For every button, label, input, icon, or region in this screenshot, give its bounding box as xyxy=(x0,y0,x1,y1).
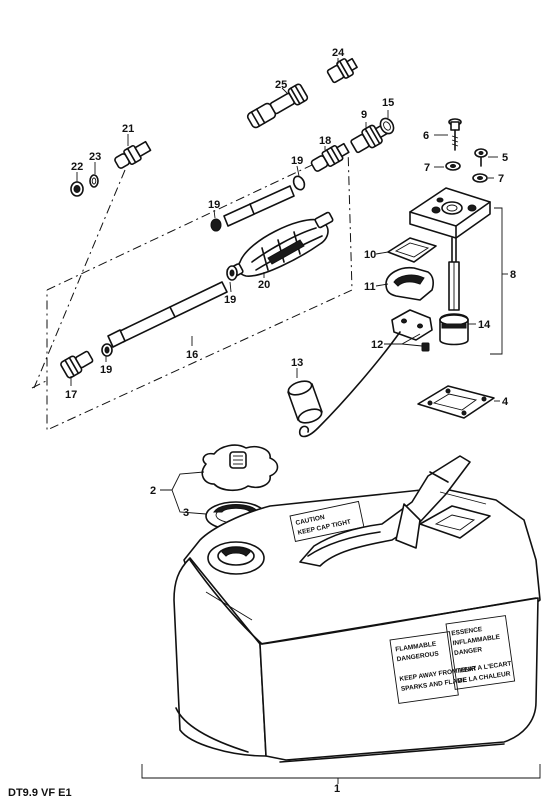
label-14: 14 xyxy=(478,319,491,331)
part-7-washer-a xyxy=(445,161,461,171)
label-19c: 19 xyxy=(224,294,236,306)
part-2-filler-cap xyxy=(201,444,279,492)
label-7a: 7 xyxy=(424,162,430,174)
label-19a: 19 xyxy=(291,155,303,167)
label-25: 25 xyxy=(275,79,287,91)
label-13: 13 xyxy=(291,357,303,369)
label-15: 15 xyxy=(382,97,394,109)
part-23-washer xyxy=(89,174,99,188)
label-17: 17 xyxy=(65,389,77,401)
part-9-tank-connector xyxy=(350,123,389,154)
part-21-hose-connector xyxy=(114,140,152,169)
part-12-float-bracket xyxy=(298,309,433,438)
upper-fuel-hose xyxy=(223,175,306,227)
part-17-hose-fitting xyxy=(60,350,94,379)
part-11-float-cover xyxy=(385,266,434,301)
dash-dot-leader-21-17 xyxy=(31,169,126,389)
label-10: 10 xyxy=(364,249,376,261)
part-19-clamp-bulb xyxy=(226,265,238,281)
part-14-float xyxy=(439,313,469,346)
part-6-screw xyxy=(448,118,462,151)
label-8: 8 xyxy=(510,269,516,281)
label-5: 5 xyxy=(502,152,508,164)
label-11: 11 xyxy=(364,281,376,293)
label-19b: 19 xyxy=(208,199,220,211)
label-1: 1 xyxy=(334,783,340,795)
lower-fuel-hose xyxy=(107,281,228,348)
hose-assembly-boundary xyxy=(46,147,353,431)
part-13-filter xyxy=(287,380,323,424)
part-labels: 1 2 3 4 5 6 7 7 8 9 10 11 12 13 14 15 16… xyxy=(65,47,516,795)
label-2: 2 xyxy=(150,485,156,497)
label-18: 18 xyxy=(319,135,331,147)
part-15-o-ring xyxy=(379,117,395,135)
label-16: 16 xyxy=(186,349,198,361)
leader-lines xyxy=(70,58,541,784)
label-12: 12 xyxy=(371,339,383,351)
part-19-clamp-lower xyxy=(101,343,113,357)
part-5-screw xyxy=(474,148,488,167)
label-3: 3 xyxy=(183,507,189,519)
part-22-nut xyxy=(70,181,84,197)
model-code: DT9.9 VF E1 xyxy=(8,787,72,799)
label-22: 22 xyxy=(71,161,83,173)
decal-right-line-1: ESSENCE xyxy=(451,626,483,637)
part-20-primer-bulb xyxy=(226,211,334,279)
part-8-fuel-gauge-unit xyxy=(409,187,491,311)
part-24-connector xyxy=(326,57,358,84)
part-10-gasket xyxy=(387,237,437,263)
label-19d: 19 xyxy=(100,364,112,376)
part-1-fuel-tank xyxy=(173,455,541,763)
label-24: 24 xyxy=(332,47,345,59)
label-20: 20 xyxy=(258,279,270,291)
part-25-connector-plug xyxy=(246,83,309,129)
part-18-hose-connector xyxy=(310,142,350,172)
part-19-clamp-upper xyxy=(210,218,222,232)
label-4: 4 xyxy=(502,396,509,408)
label-7b: 7 xyxy=(498,173,504,185)
part-7-washer-b xyxy=(472,173,488,183)
label-9: 9 xyxy=(361,109,367,121)
label-6: 6 xyxy=(423,130,429,142)
part-4-gasket xyxy=(417,385,495,419)
label-21: 21 xyxy=(122,123,134,135)
label-23: 23 xyxy=(89,151,101,163)
decal-right-line-3: DANGER xyxy=(454,646,483,657)
